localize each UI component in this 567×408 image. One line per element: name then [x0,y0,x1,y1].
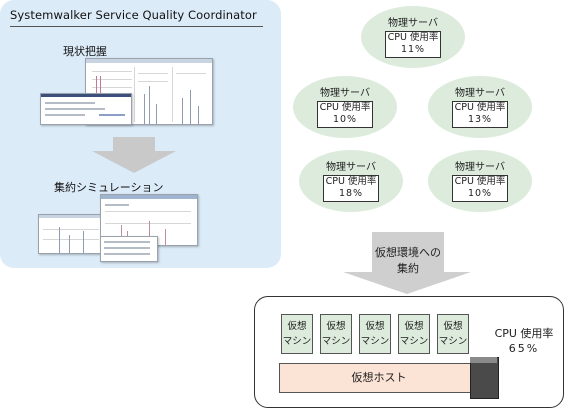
cpu-usage-label: CPU 使用率 [325,176,377,187]
simulation-table-screenshot [100,236,158,262]
cpu-usage-value: 13% [467,113,493,125]
virtual-machine: 仮想 マシン [359,314,391,354]
title-underline [10,26,263,27]
server-title: 物理サーバ [320,88,370,99]
consolidation-arrow-body [372,232,444,272]
summary-dialog-screenshot [40,93,132,125]
cpu-usage-value: 11% [400,43,426,55]
down-arrow-icon [343,272,471,294]
cpu-usage-box: CPU 使用率 18% [323,175,379,202]
flow-arrow-body [113,137,155,151]
cpu-usage-box: CPU 使用率 11% [385,31,441,58]
physical-server-2: 物理サーバ CPU 使用率 10% [293,76,397,138]
vm-label-line2: マシン [399,336,429,347]
cpu-usage-label: CPU 使用率 [319,102,371,113]
product-title: Systemwalker Service Quality Coordinator [10,8,257,22]
server-tower-top [470,357,497,363]
vm-label-line2: マシン [360,336,390,347]
host-cpu-label: CPU 使用率 [494,327,554,340]
down-arrow-icon [92,151,176,173]
server-title: 物理サーバ [388,18,438,29]
simulation-label: 集約シミュレーション [54,181,164,194]
vm-label-line2: マシン [282,336,312,347]
cpu-usage-box: CPU 使用率 13% [452,101,508,128]
physical-server-1: 物理サーバ CPU 使用率 11% [361,6,465,68]
cpu-usage-label: CPU 使用率 [454,176,506,187]
virtual-machine: 仮想 マシン [281,314,313,354]
virtual-machine: 仮想 マシン [398,314,430,354]
cpu-usage-box: CPU 使用率 10% [452,175,508,202]
virtual-host-bar: 仮想ホスト [279,363,479,393]
simulation-chart-screenshot [38,214,104,254]
virtual-machine: 仮想 マシン [320,314,352,354]
cpu-usage-box: CPU 使用率 10% [317,101,373,128]
virtual-machine: 仮想 マシン [437,314,469,354]
physical-server-5: 物理サーバ CPU 使用率 10% [428,150,532,212]
cpu-usage-label: CPU 使用率 [454,102,506,113]
server-tower-icon [470,357,499,399]
server-title: 物理サーバ [455,162,505,173]
server-title: 物理サーバ [326,162,376,173]
physical-server-3: 物理サーバ CPU 使用率 13% [428,76,532,138]
vm-label-line1: 仮想 [365,321,385,332]
vm-label-line1: 仮想 [443,321,463,332]
cpu-usage-value: 18% [338,187,364,199]
vm-label-line2: マシン [321,336,351,347]
current-state-label: 現状把握 [63,45,107,58]
cpu-usage-value: 10% [467,187,493,199]
physical-server-4: 物理サーバ CPU 使用率 18% [299,150,403,212]
vm-label-line1: 仮想 [287,321,307,332]
cpu-usage-value: 10% [332,113,358,125]
vm-label-line1: 仮想 [326,321,346,332]
consolidation-label: 仮想環境への集約 [375,246,441,275]
host-cpu-value: 65% [508,342,540,355]
server-title: 物理サーバ [455,88,505,99]
vm-label-line1: 仮想 [404,321,424,332]
vm-label-line2: マシン [438,336,468,347]
cpu-usage-label: CPU 使用率 [387,32,439,43]
